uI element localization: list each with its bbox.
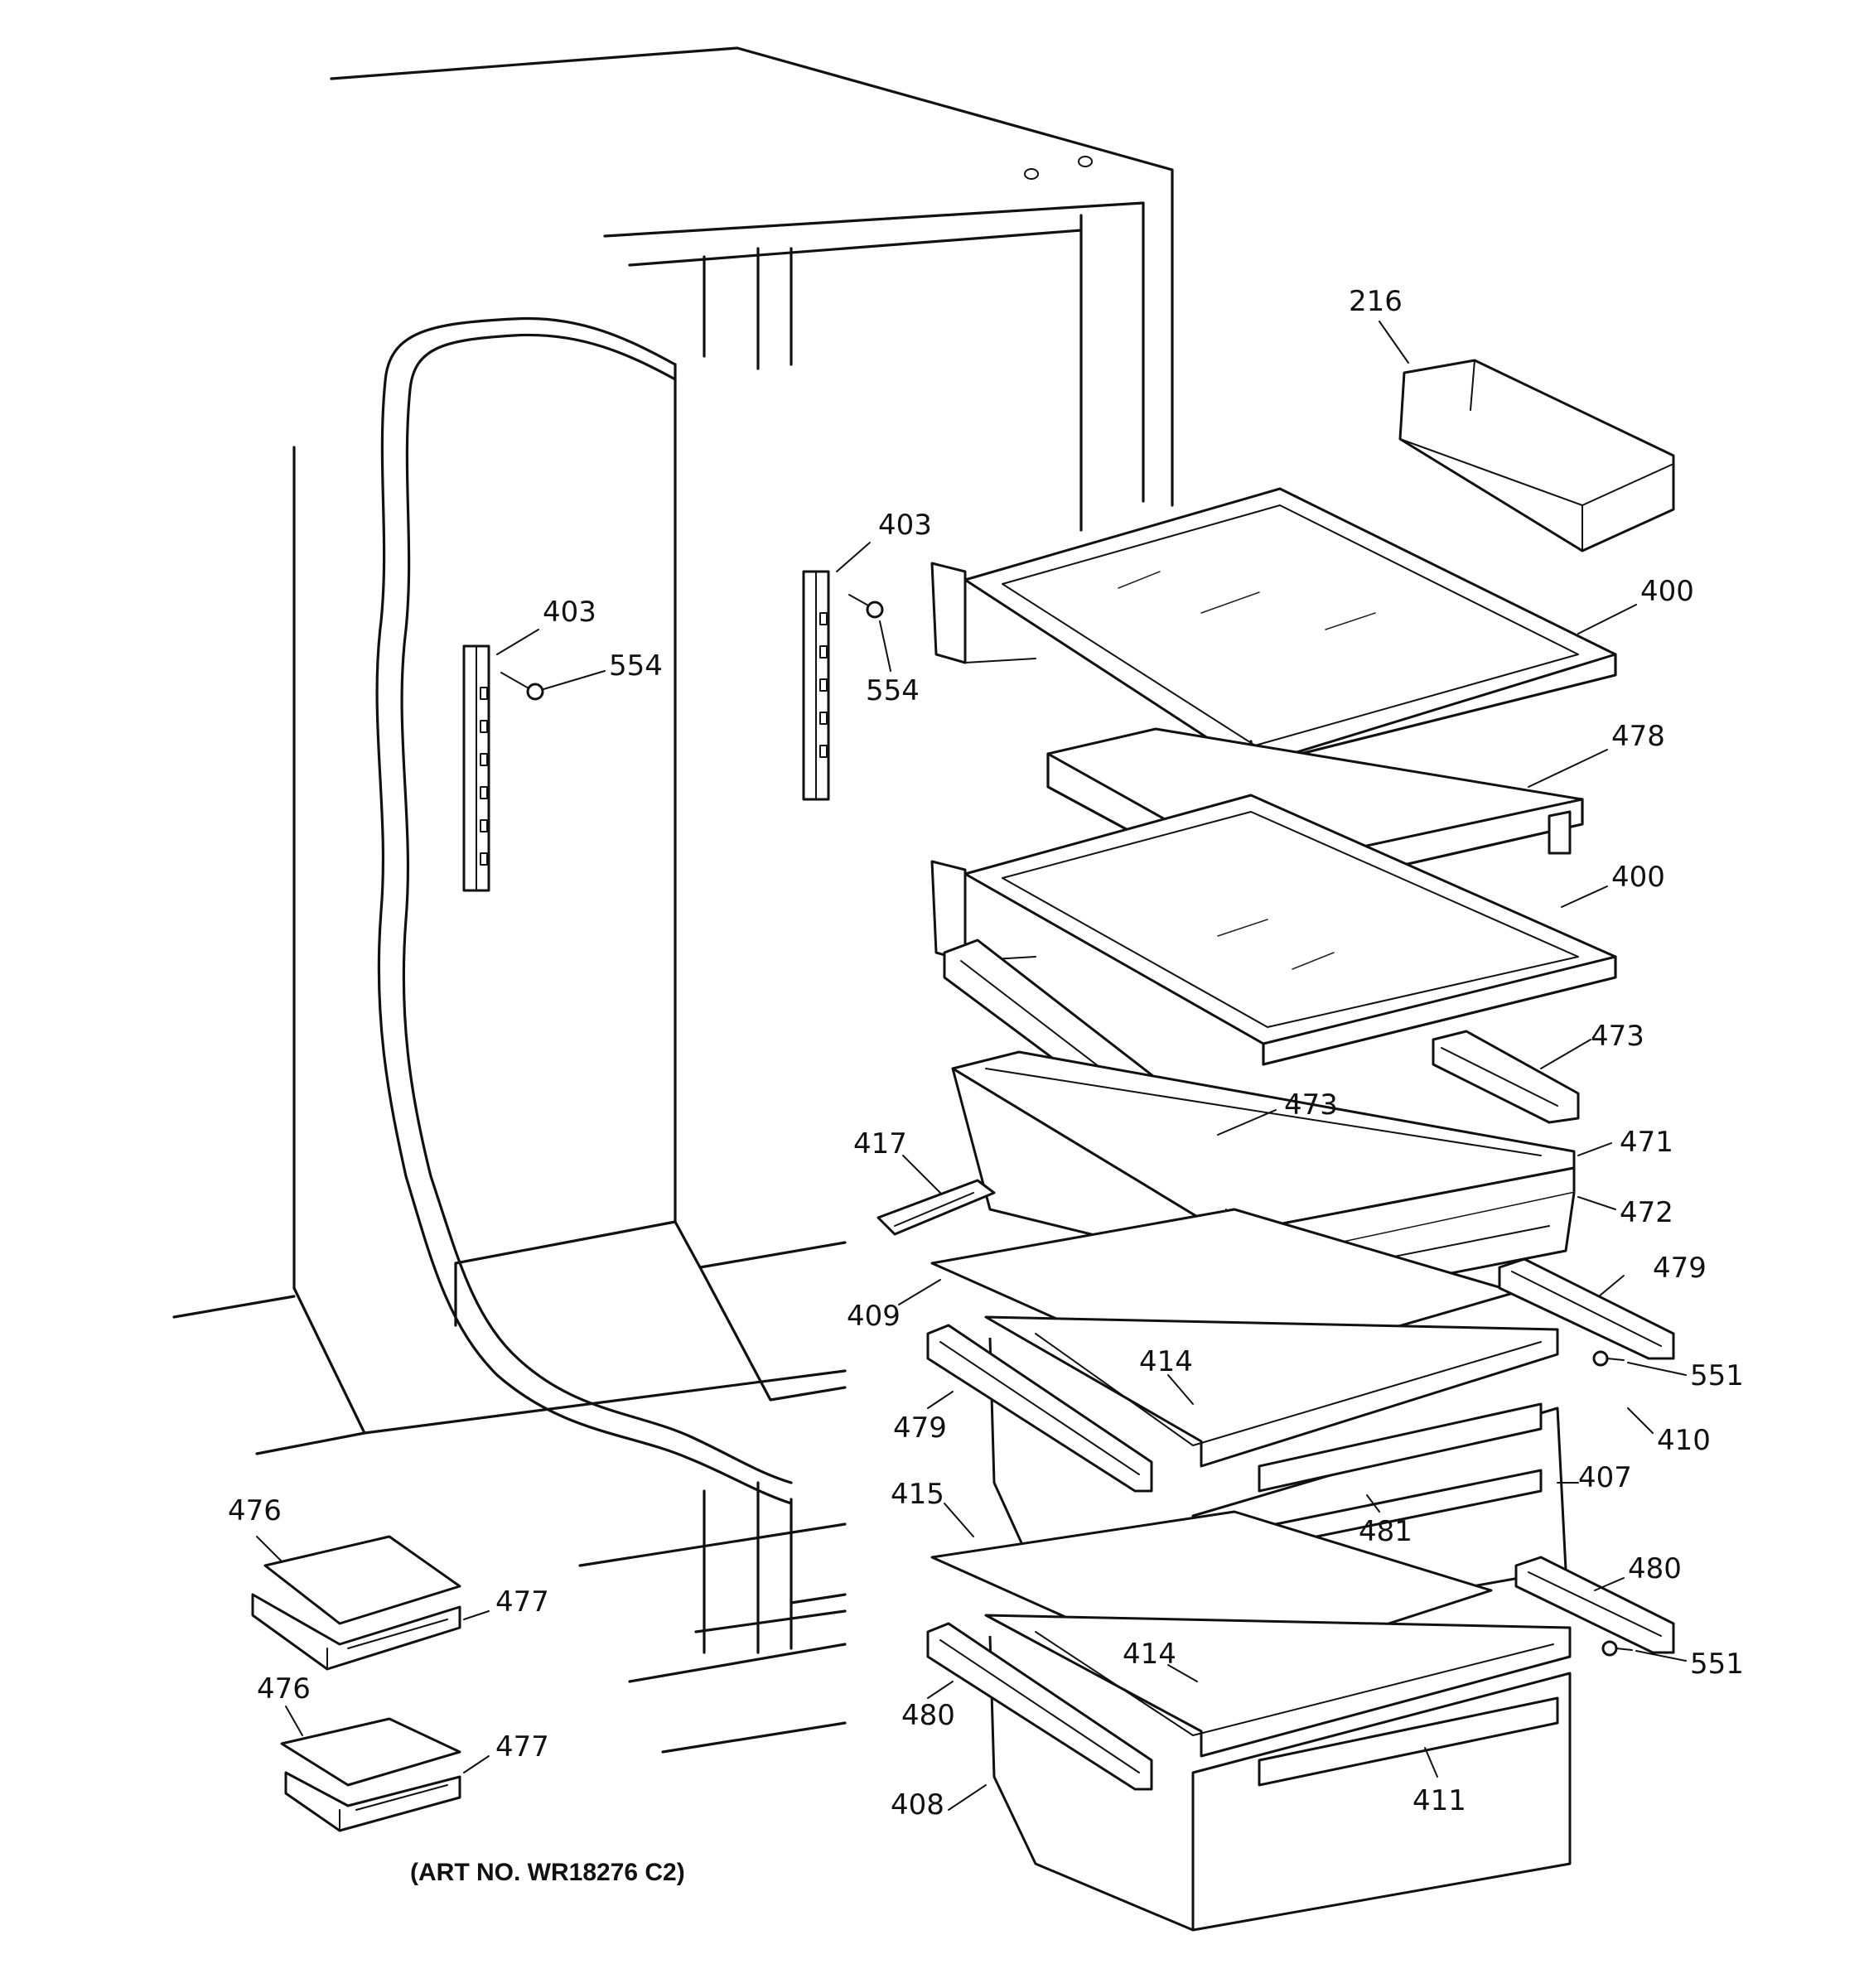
rail-403-left [462,644,490,892]
label-216: 216 [1349,285,1403,318]
screw-554-right [848,594,884,619]
screw-554-left [500,672,544,701]
label-476-lower: 476 [257,1672,311,1706]
rail-403-right [802,570,830,801]
label-408: 408 [891,1788,944,1822]
slide-417 [876,1179,996,1236]
label-471: 471 [1620,1126,1673,1159]
label-551-lower: 551 [1690,1648,1744,1681]
label-409: 409 [847,1300,901,1333]
label-410: 410 [1657,1424,1711,1457]
refrigerator-cabinet [172,46,1174,1754]
label-478: 478 [1611,720,1665,753]
art-number-caption: (ART NO. WR18276 C2) [410,1859,685,1886]
label-481: 481 [1359,1515,1412,1548]
container-476-477-upper [251,1535,461,1671]
label-551-upper: 551 [1690,1359,1744,1392]
label-400-upper: 400 [1640,575,1694,608]
rail-479-left [926,1324,1153,1493]
rail-480-left [926,1622,1153,1791]
label-415: 415 [891,1478,944,1511]
label-411: 411 [1412,1784,1466,1817]
label-476-upper: 476 [228,1494,282,1527]
shelf-400-lower [930,794,1617,1066]
label-403-right: 403 [878,509,932,542]
label-417: 417 [853,1127,907,1160]
slide-479-right [1498,1257,1675,1360]
slide-473-right [1432,1030,1580,1124]
label-414-lower: 414 [1123,1638,1176,1671]
label-473-right: 473 [1591,1020,1644,1053]
label-477-upper: 477 [495,1585,549,1619]
label-477-lower: 477 [495,1730,549,1764]
callout-labels: 216 403 403 554 554 400 478 400 473 473 … [228,285,1744,1822]
label-554-left: 554 [609,649,663,683]
label-414-upper: 414 [1139,1345,1193,1378]
leader-lines [256,321,1687,1811]
screw-551-lower [1601,1640,1633,1657]
label-473-left: 473 [1284,1088,1338,1122]
label-479-left: 479 [893,1411,947,1445]
drawer-408 [984,1614,1572,1932]
door-bin-216 [1398,359,1675,552]
label-480-left: 480 [901,1699,955,1732]
cutaway-gasket [375,316,793,1505]
screw-551-upper [1592,1350,1625,1367]
label-554-right: 554 [866,674,920,707]
label-479-right: 479 [1653,1252,1707,1285]
shelf-400-upper [930,487,1617,768]
label-403-left: 403 [543,596,596,629]
label-400-lower: 400 [1611,861,1665,894]
label-472: 472 [1620,1196,1673,1229]
label-480-right: 480 [1628,1552,1682,1585]
label-407: 407 [1578,1461,1632,1494]
container-476-477-lower [280,1717,461,1832]
slide-480-right [1514,1556,1675,1654]
